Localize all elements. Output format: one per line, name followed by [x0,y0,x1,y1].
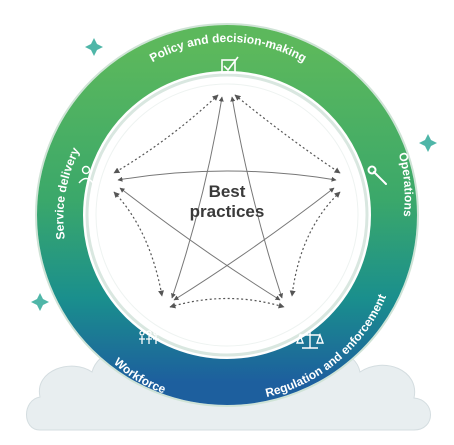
wrench-icon [367,165,387,185]
scales-icon [295,332,325,349]
person-icon [78,165,94,184]
gradient-ring [37,25,417,405]
solid-arrows [117,96,337,301]
sparkle-icon [419,134,437,152]
people-icon [139,330,159,344]
sparkle-icon [85,38,103,56]
sparkle-icon [31,293,49,311]
center-title-line1: Best [209,182,246,201]
center-title-line2: practices [190,202,265,221]
checkbox-icon [221,56,239,74]
